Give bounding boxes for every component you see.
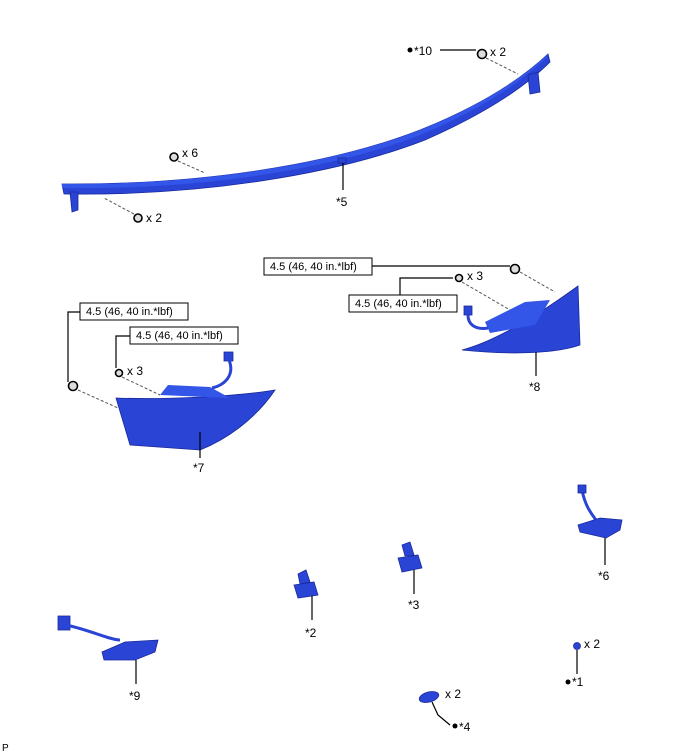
- part-8-lamp: [461, 285, 581, 354]
- corner-mark: P: [2, 743, 9, 754]
- torque-callout-7-inner: 4.5 (46, 40 in.*lbf): [129, 326, 239, 345]
- bullet-dot: [452, 723, 458, 729]
- qty-10: x 2: [490, 45, 506, 59]
- qty-4: x 2: [445, 687, 461, 701]
- bullet-dot: [565, 679, 571, 685]
- svg-text:4.5 (46, 40 in.*lbf): 4.5 (46, 40 in.*lbf): [136, 330, 223, 342]
- label-3: *3: [408, 598, 420, 612]
- label-4: *4: [459, 720, 471, 734]
- screw-8-icon: [454, 273, 464, 283]
- qty-screw: x 2: [146, 211, 162, 225]
- label-9: *9: [129, 689, 141, 703]
- torque-callout-8-inner: 4.5 (46, 40 in.*lbf): [348, 294, 458, 313]
- bolt-7-icon: [67, 380, 79, 392]
- label-8: *8: [529, 380, 541, 394]
- clip-icon: [169, 152, 179, 162]
- svg-text:4.5 (46, 40 in.*lbf): 4.5 (46, 40 in.*lbf): [86, 306, 173, 318]
- qty-1: x 2: [584, 637, 600, 651]
- label-6: *6: [598, 569, 610, 583]
- bullet-dot: [407, 47, 413, 53]
- label-1: *1: [572, 675, 584, 689]
- part-2-switch: [293, 569, 319, 599]
- torque-callout-8-outer: 4.5 (46, 40 in.*lbf): [263, 257, 373, 276]
- part-5-moulding: [61, 53, 551, 213]
- screw-icon: [133, 213, 143, 223]
- part-7-lamp: [115, 351, 276, 451]
- part-3-switch: [397, 541, 423, 573]
- svg-text:4.5 (46, 40 in.*lbf): 4.5 (46, 40 in.*lbf): [355, 298, 442, 310]
- part-4-icon: [418, 691, 440, 703]
- qty-clip: x 6: [182, 146, 198, 160]
- part-1-icon: [573, 642, 581, 650]
- part-6-sensor: [577, 484, 623, 539]
- label-2: *2: [305, 626, 317, 640]
- qty-7: x 3: [127, 364, 143, 378]
- part-9-sensor: [57, 615, 159, 661]
- qty-8: x 3: [467, 269, 483, 283]
- fastener-10-icon: [476, 48, 488, 60]
- torque-callout-7-outer: 4.5 (46, 40 in.*lbf): [79, 302, 189, 321]
- label-10: *10: [414, 44, 432, 58]
- screw-7-icon: [114, 368, 124, 378]
- bolt-8-icon: [509, 263, 521, 275]
- svg-text:4.5 (46, 40 in.*lbf): 4.5 (46, 40 in.*lbf): [270, 261, 357, 273]
- label-7: *7: [193, 461, 205, 475]
- label-5: *5: [336, 195, 348, 209]
